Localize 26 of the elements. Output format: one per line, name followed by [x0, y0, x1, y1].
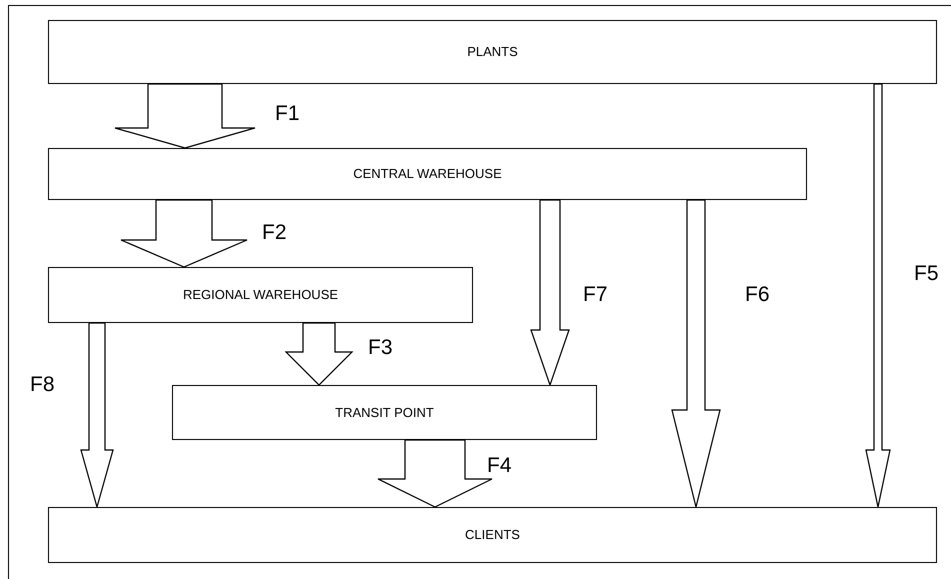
node-label: PLANTS — [467, 43, 518, 62]
block-arrow — [865, 83, 891, 508]
node-label: REGIONAL WAREHOUSE — [182, 286, 338, 304]
edge-label: F6 — [745, 284, 770, 305]
edge-label: F3 — [368, 337, 393, 358]
process-box — [172, 385, 597, 440]
edge-label: F7 — [583, 284, 608, 305]
block-arrow — [114, 83, 256, 149]
process-box — [48, 267, 473, 323]
block-arrow — [284, 322, 354, 386]
node-label: CLIENTS — [465, 526, 520, 544]
edge-label: F4 — [487, 455, 512, 476]
block-arrow — [377, 439, 493, 508]
process-box — [48, 20, 937, 84]
process-box — [48, 507, 937, 563]
block-arrow — [120, 199, 248, 268]
edge-label: F1 — [275, 103, 300, 124]
block-arrow — [530, 199, 570, 387]
block-arrow — [80, 322, 114, 510]
node-label: TRANSIT POINT — [335, 404, 434, 422]
block-arrow — [671, 199, 721, 508]
edge-label: F2 — [262, 222, 287, 243]
edge-label: F5 — [914, 263, 939, 284]
process-box — [48, 148, 807, 200]
edge-label: F8 — [30, 374, 55, 395]
node-label: CENTRAL WAREHOUSE — [353, 165, 502, 184]
